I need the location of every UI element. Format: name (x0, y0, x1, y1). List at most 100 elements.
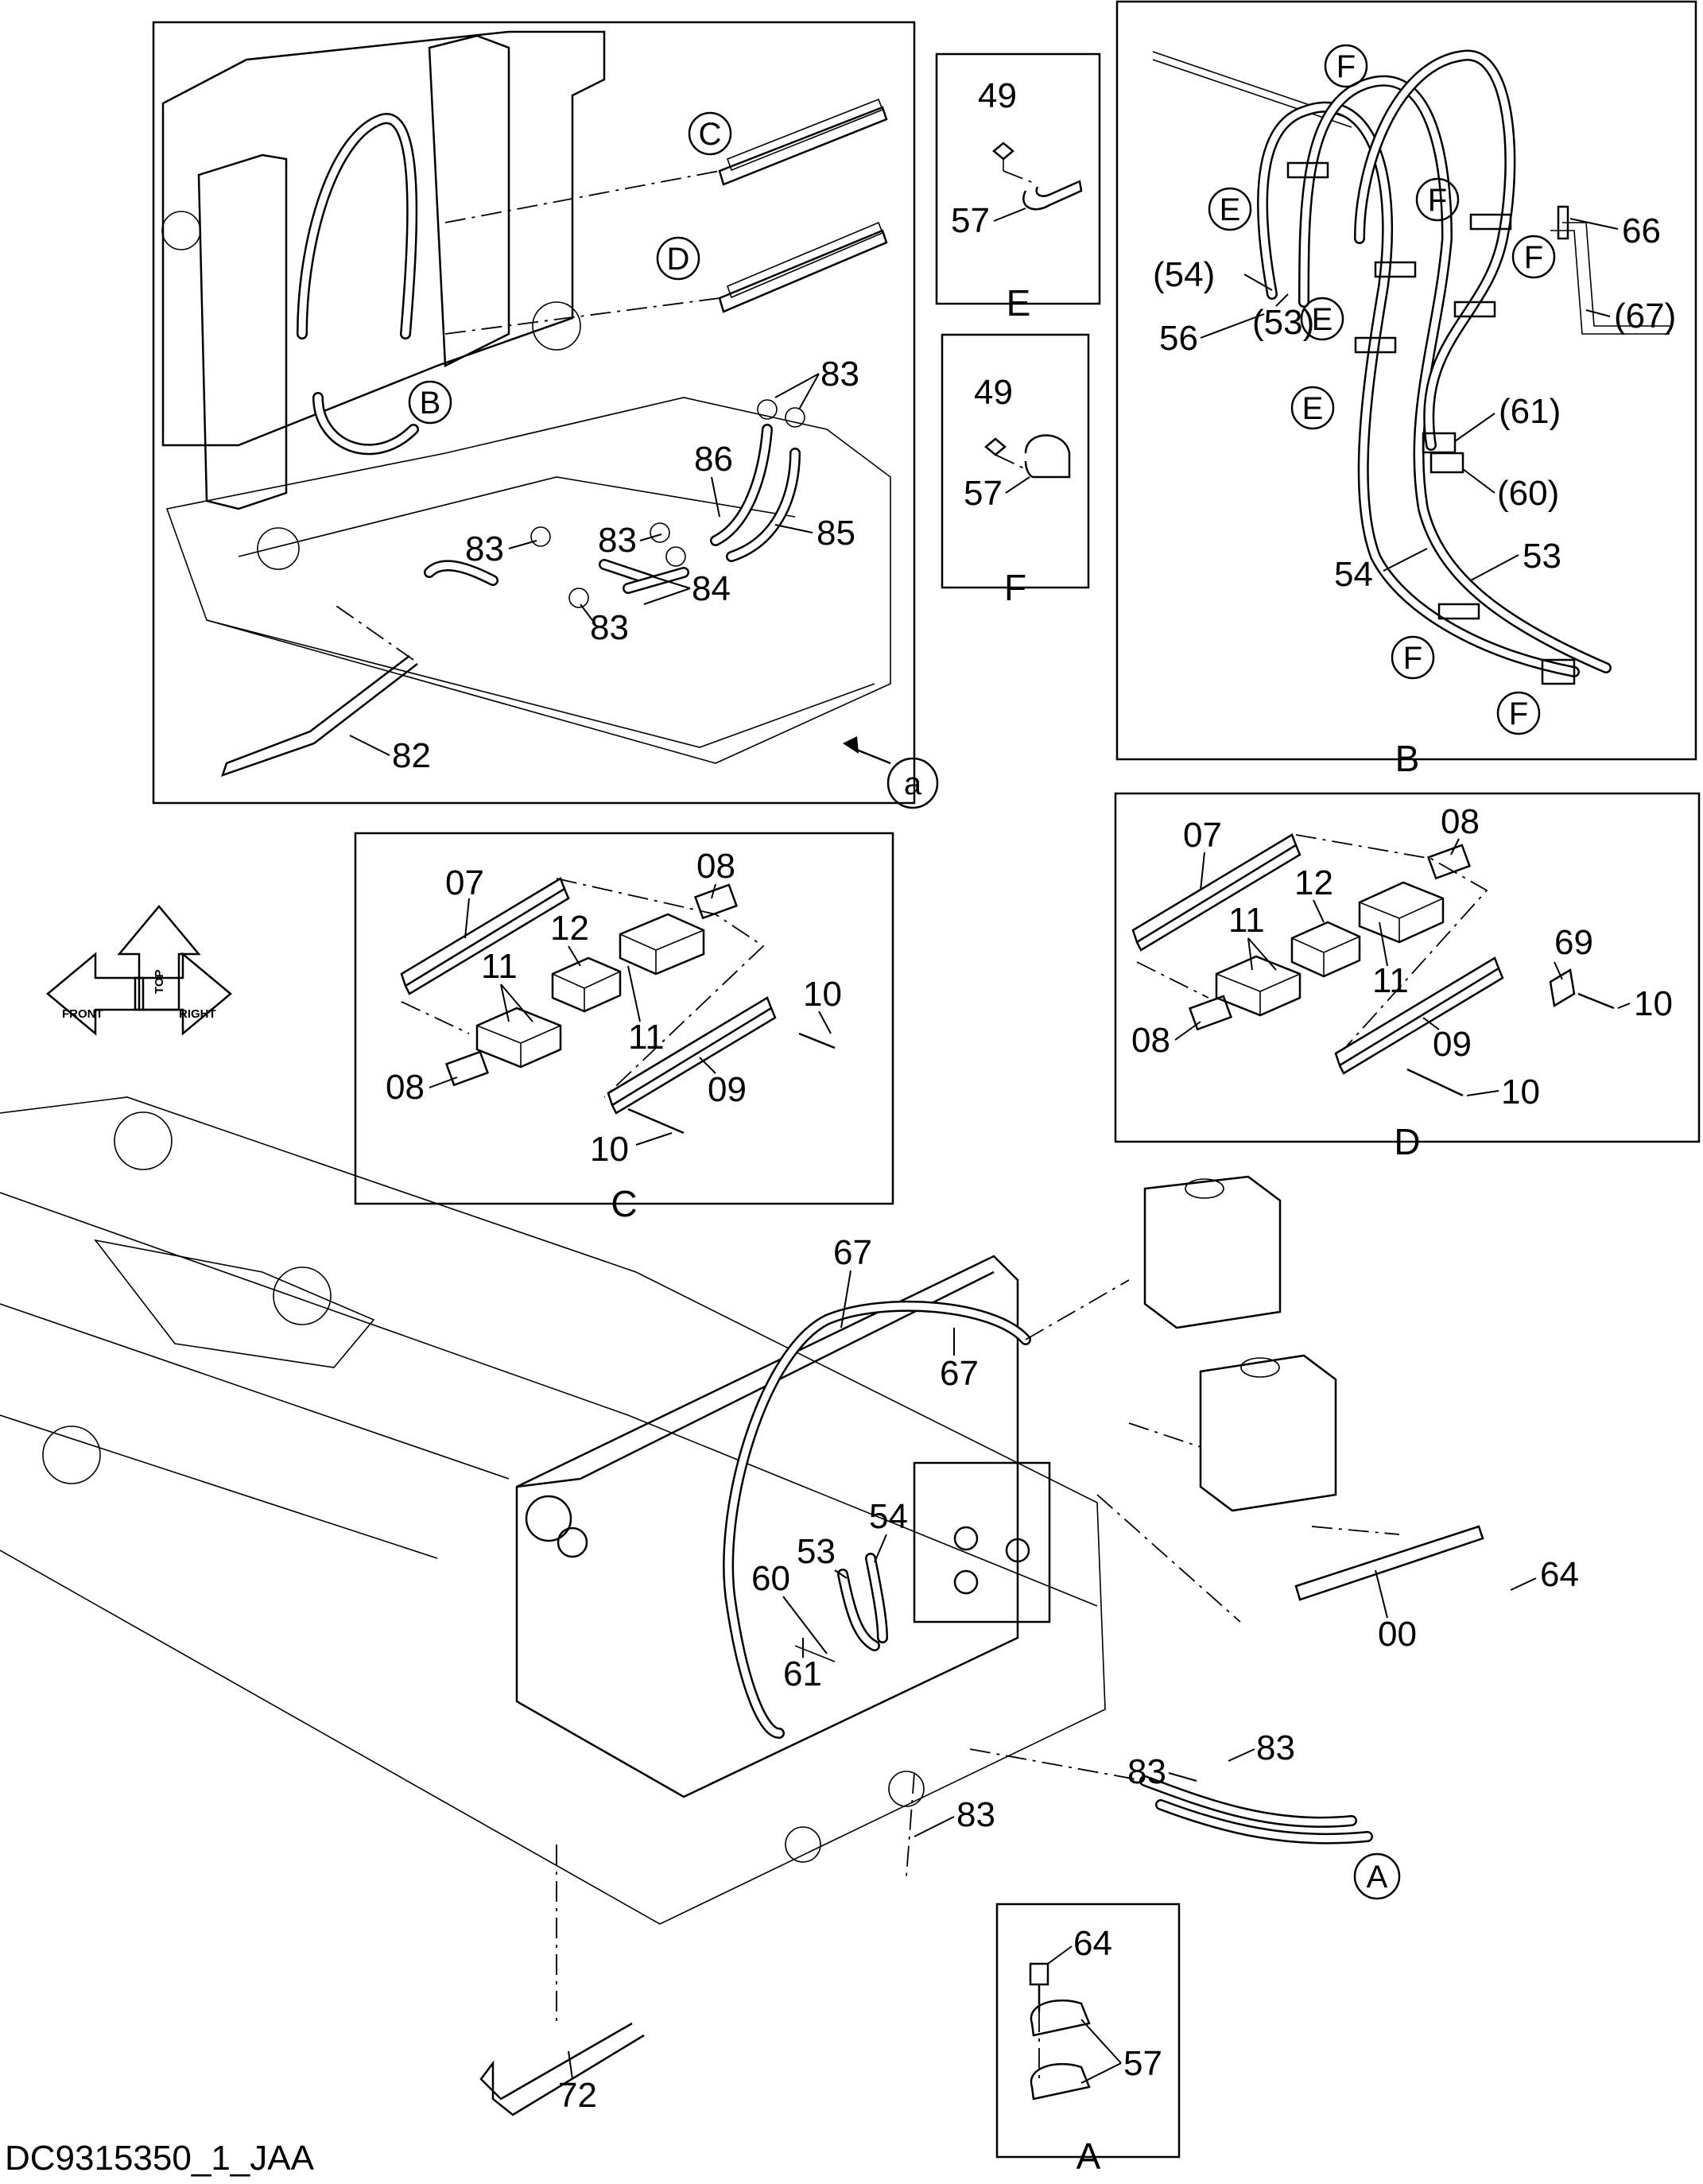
reference-circle-f-1: F (1324, 44, 1368, 88)
callout-09: 09 (708, 1070, 747, 1109)
callout-83: 83 (598, 521, 637, 560)
bracket-00 (1294, 1525, 1484, 1601)
detail-view-e (935, 52, 1101, 305)
svg-text:F: F (1428, 183, 1447, 218)
callout-57: 57 (964, 474, 1003, 513)
callout-12: 12 (1294, 863, 1333, 902)
svg-text:F: F (1336, 49, 1356, 84)
callout-07: 07 (1183, 816, 1222, 855)
box-title-e: E (1007, 282, 1031, 324)
callout-86: 86 (694, 440, 733, 479)
svg-text:E: E (1312, 302, 1333, 337)
reference-circle-e-1: E (1208, 187, 1252, 231)
callout-10: 10 (1634, 984, 1673, 1023)
box-title-c: C (611, 1183, 637, 1224)
reference-circle-d-overview: D (656, 236, 700, 281)
callout-00: 00 (1378, 1615, 1417, 1654)
callout-08: 08 (1441, 802, 1480, 841)
callout-69: 69 (1554, 923, 1593, 962)
reference-circle-f-3: F (1511, 235, 1556, 279)
callout-67: (67) (1614, 297, 1676, 336)
detail-frame-f (941, 333, 1090, 589)
callout-67: 67 (940, 1354, 979, 1393)
callout-83: 83 (1256, 1728, 1295, 1767)
callout-66: 66 (1622, 211, 1661, 250)
rubber-block-middle-d (1290, 921, 1361, 978)
callout-11: 11 (1372, 961, 1409, 1000)
box-title-f: F (1004, 567, 1026, 608)
detail-view-b (1115, 0, 1697, 761)
reference-circle-a-main: A (1353, 1852, 1401, 1900)
reference-circles: a B C D E E E F (408, 44, 1556, 1900)
svg-text:F: F (1509, 696, 1528, 731)
callouts-a: 64 57 (1047, 1924, 1162, 2084)
rail-assembly-d-preview (444, 221, 888, 335)
svg-text:B: B (420, 386, 441, 421)
reference-circle-f-5: F (1496, 691, 1541, 735)
box-title-d: D (1394, 1121, 1420, 1162)
reference-circle-e-2: E (1300, 297, 1344, 341)
svg-text:D: D (667, 242, 690, 277)
box-titles: E F B C D A (355, 282, 1699, 2177)
main-assembly (0, 1096, 1484, 2116)
callout-72: 72 (558, 2076, 597, 2115)
svg-text:F: F (1403, 641, 1422, 676)
callout-56: 56 (1159, 319, 1198, 358)
callout-57: 57 (951, 201, 990, 240)
callout-49: 49 (978, 76, 1017, 115)
rubber-block-upper-d (1358, 881, 1445, 944)
box-title-b: B (1395, 738, 1420, 779)
callout-83: 83 (1127, 1752, 1166, 1791)
callout-53: 53 (797, 1532, 836, 1571)
callout-09: 09 (1433, 1025, 1472, 1064)
rubber-block-upper-c (619, 913, 705, 976)
callout-54: 54 (869, 1497, 908, 1536)
svg-text:E: E (1220, 192, 1241, 227)
callout-10: 10 (590, 1130, 629, 1169)
rubber-block-middle-c (551, 956, 622, 1013)
detail-view-overview (152, 21, 916, 805)
callout-61: (61) (1499, 392, 1561, 431)
callout-60: (60) (1497, 474, 1559, 513)
callout-61: 61 (783, 1654, 822, 1693)
detail-view-a (995, 1903, 1181, 2159)
detail-view-f (941, 333, 1090, 589)
callouts-b: 66 (67) (54) 56 (53) (61) (60) 54 53 (1153, 211, 1676, 594)
svg-text:F: F (1524, 240, 1543, 275)
callout-54: (54) (1153, 255, 1215, 294)
u-bolt-72 (479, 2022, 645, 2116)
detail-frame-a (995, 1903, 1181, 2159)
u-bolt-82 (221, 655, 418, 778)
callout-08: 08 (1131, 1021, 1170, 1060)
detail-frame-e (935, 52, 1101, 305)
svg-text:A: A (1367, 1860, 1388, 1895)
rubber-block-lower-d (1215, 955, 1301, 1017)
callouts-main: 67 67 54 53 60 61 64 00 83 83 83 72 (558, 1233, 1579, 2115)
callout-10: 10 (803, 975, 842, 1014)
callouts-d: 07 08 12 11 11 69 10 08 09 10 (1131, 802, 1673, 1111)
callouts-e-f: 49 57 49 57 (951, 76, 1030, 513)
rubber-block-lower-c (475, 1007, 562, 1069)
detail-view-d (1114, 792, 1701, 1143)
callout-11: 11 (628, 1018, 665, 1057)
callout-08: 08 (386, 1068, 425, 1107)
callout-67: 67 (833, 1233, 872, 1272)
svg-text:E: E (1302, 391, 1324, 426)
detail-view-c (354, 832, 894, 1205)
direction-front-label: FRONT (62, 1007, 103, 1021)
reference-circle-a: a (886, 757, 939, 809)
callout-84: 84 (692, 569, 731, 608)
direction-top-label: TOP (153, 969, 166, 994)
callouts-overview: 83 83 86 85 83 84 83 82 (349, 355, 859, 775)
box-title-a: A (1076, 2136, 1101, 2177)
tank-upper (1143, 1175, 1282, 1329)
callout-83: 83 (956, 1795, 995, 1834)
callout-64: 64 (1073, 1924, 1112, 1963)
direction-indicator: FRONT TOP RIGHT (46, 905, 232, 1036)
tank-lower (1199, 1354, 1337, 1512)
callout-49: 49 (974, 373, 1013, 412)
detail-frame-c (354, 832, 894, 1205)
direction-right-label: RIGHT (179, 1007, 216, 1021)
svg-text:C: C (699, 117, 722, 152)
reference-circle-f-2: F (1415, 177, 1460, 222)
